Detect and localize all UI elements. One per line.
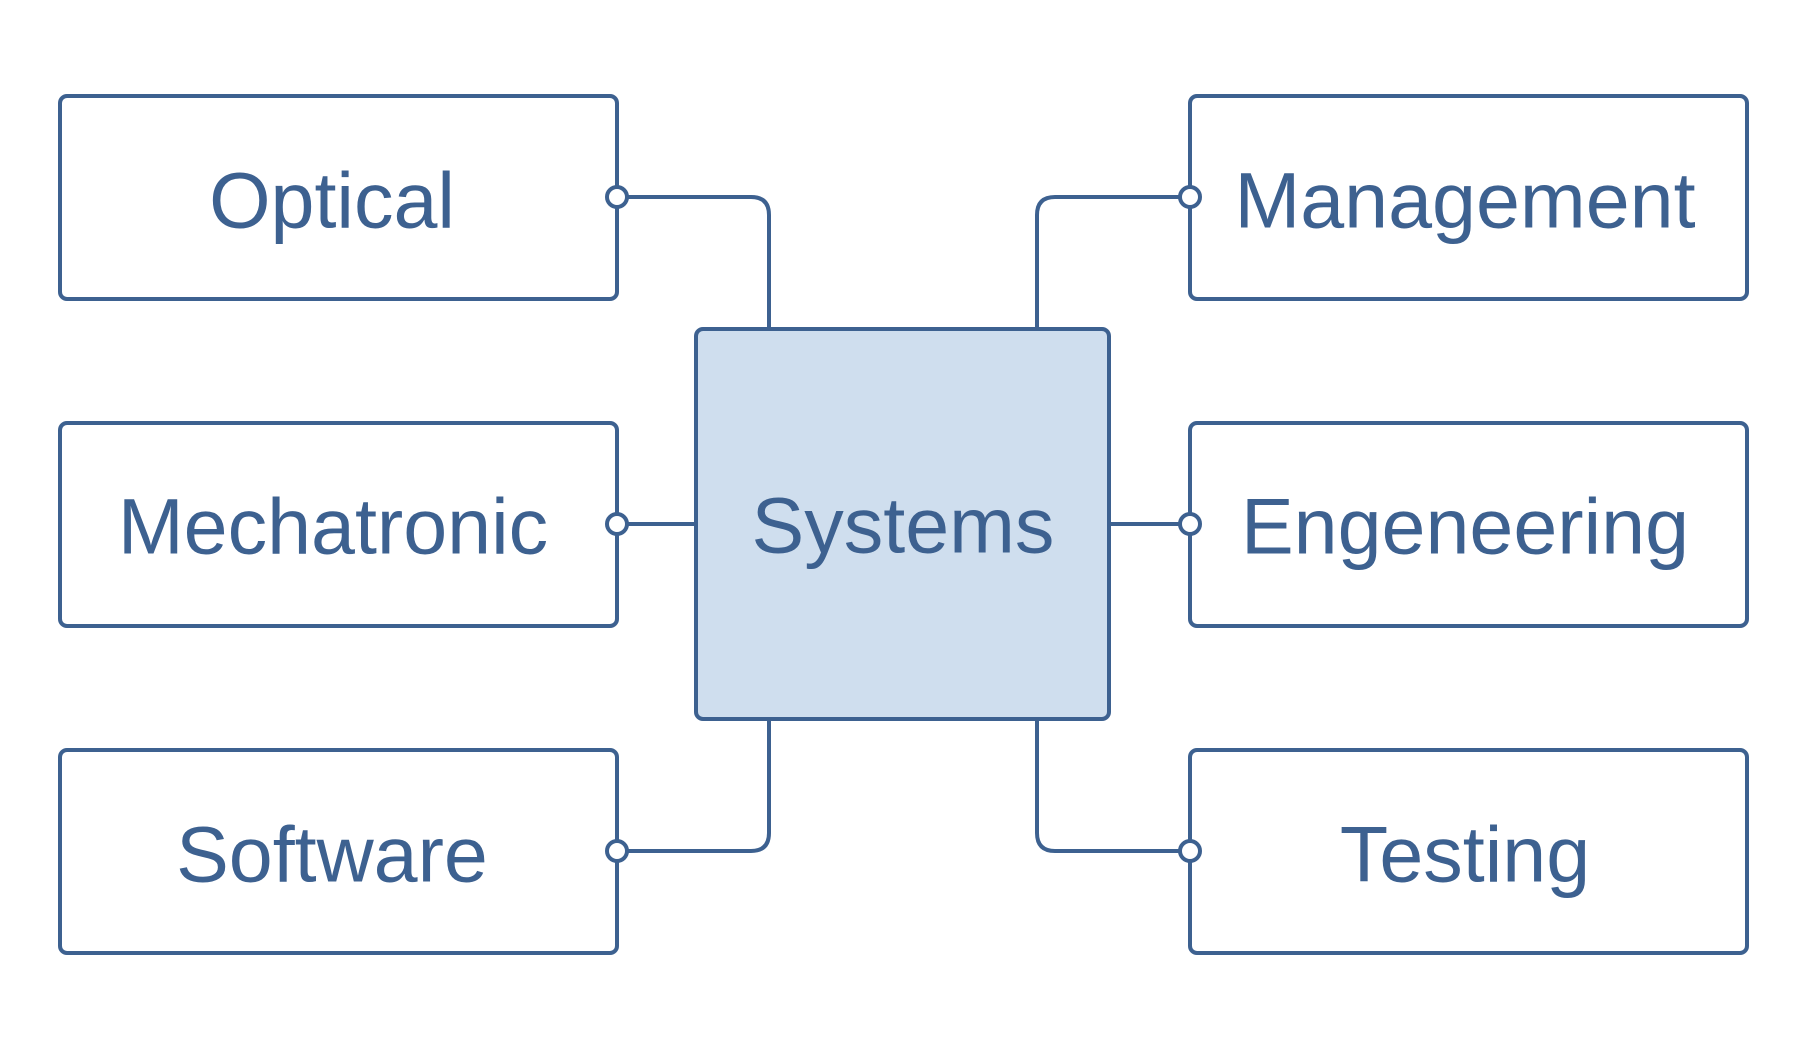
connector-management (1035, 195, 1190, 329)
dot-testing (1178, 839, 1202, 863)
dot-mechatronic (605, 512, 629, 536)
dot-engeneering (1178, 512, 1202, 536)
dot-optical (605, 185, 629, 209)
node-management: Management (1188, 94, 1749, 301)
node-engeneering: Engeneering (1188, 421, 1749, 628)
connector-software (617, 719, 771, 853)
node-software-label: Software (176, 810, 488, 899)
connector-dots (605, 185, 1202, 863)
node-systems-box (694, 327, 1111, 721)
node-optical-label: Optical (209, 156, 455, 245)
node-mechatronic-label: Mechatronic (118, 482, 548, 571)
node-optical: Optical (58, 94, 619, 301)
node-testing: Testing (1188, 748, 1749, 955)
node-systems-label: Systems (752, 481, 1055, 570)
node-mechatronic: Mechatronic (58, 421, 619, 628)
node-software: Software (58, 748, 619, 955)
node-management-label: Management (1234, 156, 1695, 245)
connectors (617, 195, 1190, 853)
connector-optical (617, 195, 771, 329)
node-testing-label: Testing (1340, 810, 1590, 899)
connector-testing (1035, 719, 1190, 853)
dot-management (1178, 185, 1202, 209)
dot-software (605, 839, 629, 863)
node-systems: Systems (694, 327, 1111, 721)
node-engeneering-label: Engeneering (1241, 482, 1689, 571)
